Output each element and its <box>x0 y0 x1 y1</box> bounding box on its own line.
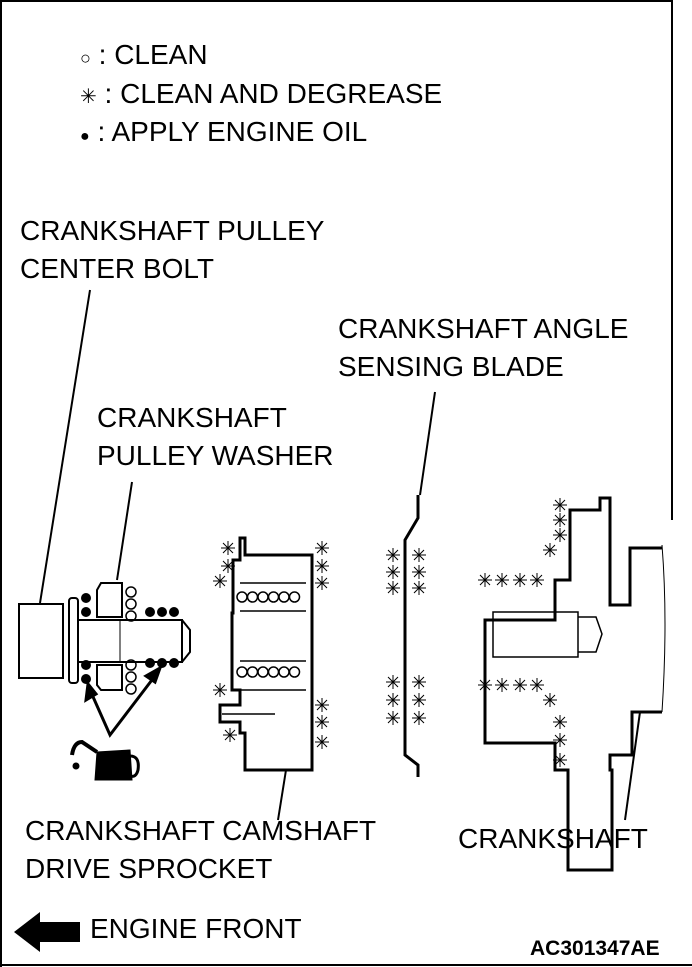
asterisk-icon <box>412 693 426 707</box>
asterisk-icon <box>478 678 492 692</box>
asterisk-icon <box>386 565 400 579</box>
bearing-circle <box>288 666 301 678</box>
legend-clean: : CLEAN <box>98 39 208 70</box>
label-engine-front: ENGINE FRONT <box>90 913 302 944</box>
asterisk-icon <box>386 581 400 595</box>
asterisk-icon <box>315 559 329 573</box>
asterisk-icon <box>530 678 544 692</box>
asterisk-icon <box>553 528 567 542</box>
angle-sensing-blade <box>403 495 420 777</box>
asterisk-icon <box>412 711 426 725</box>
asterisk-icon <box>315 541 329 555</box>
asterisk-icon <box>553 715 567 729</box>
asterisk-icon <box>315 735 329 749</box>
filled-dot-icon: ● <box>80 128 90 145</box>
asterisk-icon <box>223 728 237 742</box>
clean-circles-washer <box>125 586 137 695</box>
label-sprocket-1: CRANKSHAFT CAMSHAFT <box>25 815 377 846</box>
asterisk-icon <box>553 513 567 527</box>
figure-code: AC301347AE <box>530 937 660 960</box>
label-crankshaft: CRANKSHAFT <box>458 823 648 854</box>
asterisk-icon <box>315 698 329 712</box>
asterisk-icon <box>221 541 235 555</box>
asterisk-icon <box>386 693 400 707</box>
asterisk-icon <box>543 693 557 707</box>
asterisk-icon <box>412 565 426 579</box>
asterisk-icon <box>213 574 227 588</box>
asterisk-icon <box>315 576 329 590</box>
label-center-bolt-2: CENTER BOLT <box>20 253 214 284</box>
open-circle-icon: ○ <box>80 48 91 68</box>
asterisk-icon <box>530 573 544 587</box>
label-angle-blade-1: CRANKSHAFT ANGLE <box>338 313 629 344</box>
asterisk-icon <box>543 543 557 557</box>
asterisk-icon <box>495 573 509 587</box>
asterisk-icon <box>412 548 426 562</box>
asterisk-icon <box>386 675 400 689</box>
label-washer-1: CRANKSHAFT <box>97 402 287 433</box>
asterisk-icon <box>412 581 426 595</box>
legend-engine-oil: : APPLY ENGINE OIL <box>97 116 368 147</box>
asterisk-icon <box>513 678 527 692</box>
bearing-circle <box>288 591 301 603</box>
legend-degrease: : CLEAN AND DEGREASE <box>104 78 443 109</box>
oil-can-icon <box>70 739 140 781</box>
oil-dots <box>81 593 179 684</box>
asterisk-icon <box>315 715 329 729</box>
asterisk-icon <box>553 498 567 512</box>
pulley-washer <box>96 582 123 691</box>
oil-arrows <box>84 664 163 738</box>
center-bolt <box>18 597 191 684</box>
label-sprocket-2: DRIVE SPROCKET <box>25 853 273 884</box>
label-angle-blade-2: SENSING BLADE <box>338 351 564 382</box>
asterisk-icon <box>386 548 400 562</box>
label-washer-2: PULLEY WASHER <box>97 440 334 471</box>
label-center-bolt-1: CRANKSHAFT PULLEY <box>20 215 325 246</box>
degrease-asterisks <box>213 498 567 767</box>
asterisk-icon <box>495 678 509 692</box>
crankshaft <box>483 496 666 872</box>
asterisk-icon <box>221 559 235 573</box>
asterisk-icon: ✳ <box>80 86 97 108</box>
asterisk-icon <box>213 683 227 697</box>
leader-lines <box>39 289 641 821</box>
asterisk-icon <box>553 753 567 767</box>
asterisk-icon <box>386 711 400 725</box>
asterisk-icon <box>553 733 567 747</box>
asterisk-icon <box>412 675 426 689</box>
engine-front-arrow-icon <box>14 912 80 952</box>
asterisk-icon <box>513 573 527 587</box>
asterisk-icon <box>478 573 492 587</box>
